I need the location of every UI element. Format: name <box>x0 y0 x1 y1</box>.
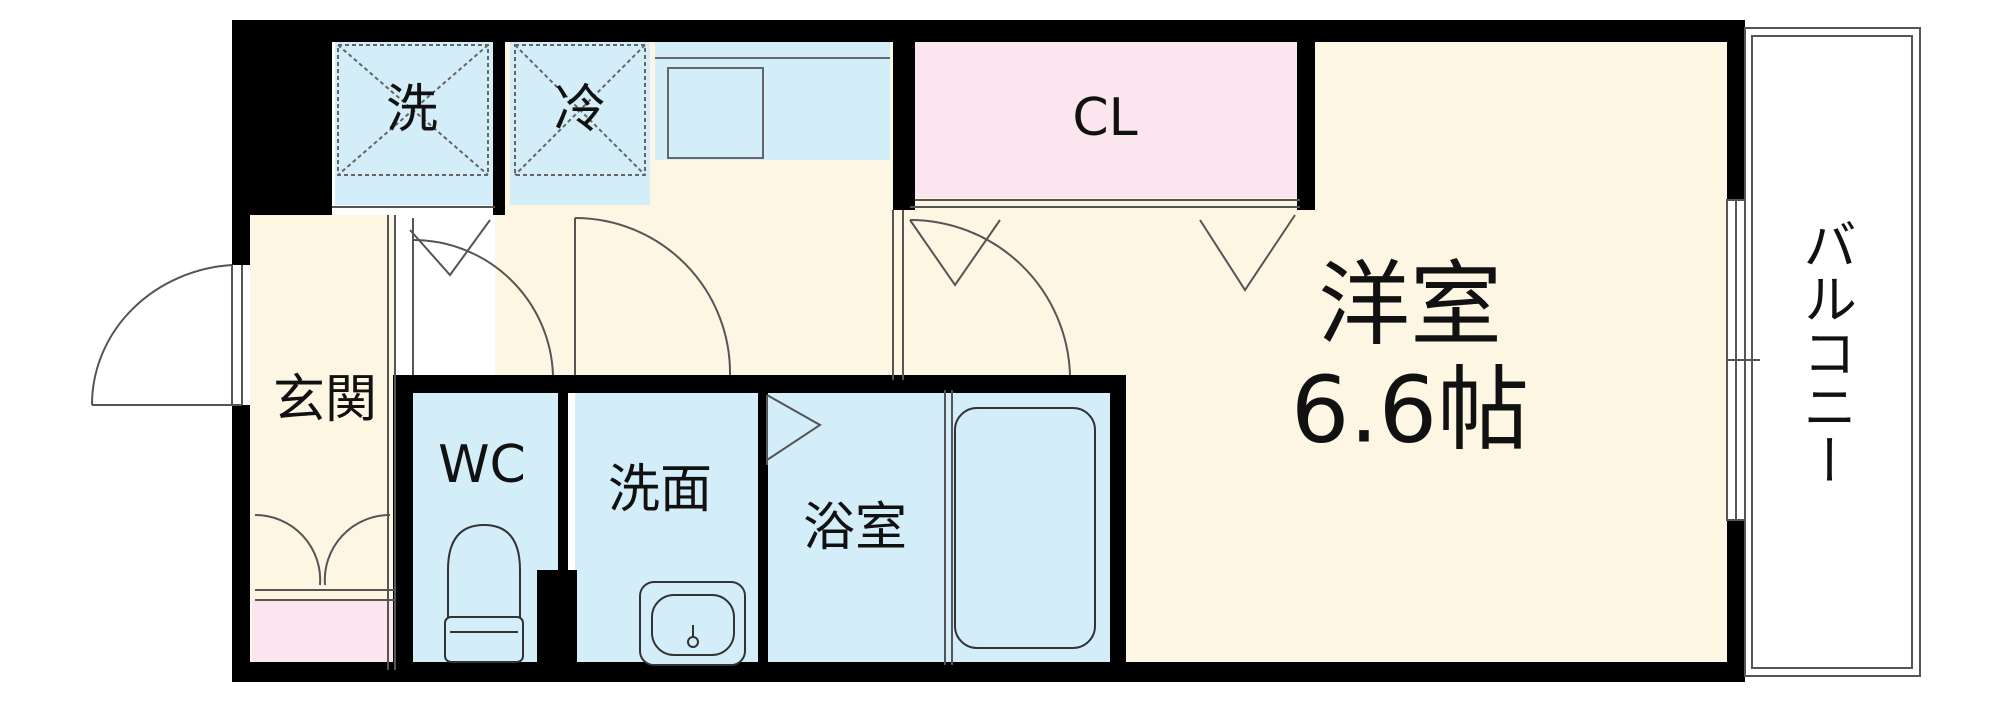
bath-label: 浴室 <box>803 498 907 558</box>
fridge-space <box>510 40 650 205</box>
washbasin-icon <box>639 581 746 666</box>
washer-space <box>335 40 493 205</box>
shoe-cabinet-doors <box>254 513 391 586</box>
closet-label: CL <box>1072 88 1137 148</box>
toilet-icon <box>444 523 524 663</box>
kitchen-sink <box>655 57 890 159</box>
walls <box>232 20 1745 682</box>
western-door <box>909 214 1296 376</box>
fridge-label: 冷 <box>554 80 606 140</box>
thin-lines <box>255 199 1300 670</box>
toilet-door <box>409 218 554 376</box>
washer-box <box>337 44 489 176</box>
entrance-label: 玄関 <box>273 370 377 430</box>
western-room-lower-floor <box>900 220 1130 380</box>
washroom-label: 洗面 <box>608 460 712 520</box>
fridge-box <box>514 44 646 176</box>
shoe-cabinet <box>252 600 395 666</box>
entrance-door <box>90 264 243 406</box>
closet-floor <box>910 40 1305 198</box>
toilet-label: WC <box>438 435 526 495</box>
entrance-floor <box>250 215 395 670</box>
bath-door-marker <box>766 394 822 465</box>
western-room-name: 洋室 <box>1318 252 1502 359</box>
balcony-label: バルコニー <box>1794 217 1857 487</box>
balcony-window <box>1726 199 1760 521</box>
western-room-size: 6.6帖 <box>1291 357 1529 464</box>
washer-label: 洗 <box>386 80 438 140</box>
bathtub-icon <box>954 407 1096 649</box>
washroom-door <box>574 217 732 376</box>
kitchen-counter <box>655 40 890 160</box>
balcony <box>1744 27 1921 677</box>
